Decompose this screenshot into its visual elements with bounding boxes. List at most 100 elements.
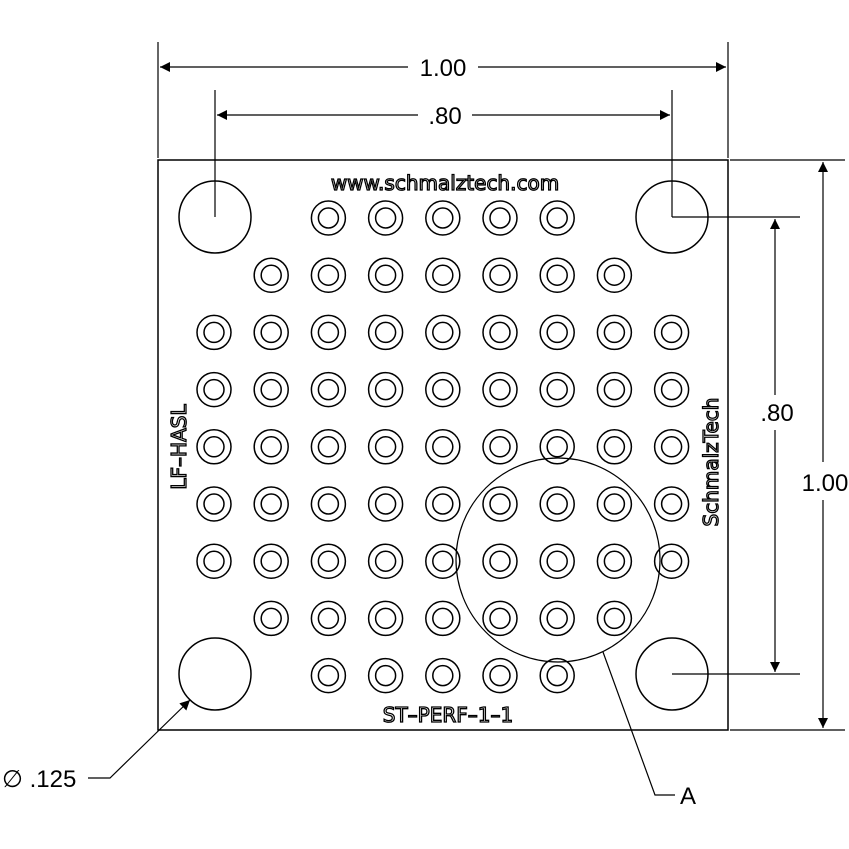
pad [482, 429, 518, 465]
pad [425, 600, 461, 637]
pad [653, 314, 690, 351]
pad-ring [253, 371, 289, 408]
pad-hole [546, 264, 568, 286]
pad-hole [317, 264, 340, 286]
pad-ring [253, 429, 289, 465]
pad [310, 371, 347, 408]
pad [482, 371, 518, 408]
pad-hole [489, 207, 511, 229]
pad-hole [603, 378, 626, 401]
pad-ring [425, 429, 461, 465]
pad [653, 486, 690, 522]
pad-hole [260, 321, 282, 344]
pad-ring [596, 429, 633, 465]
pad-hole [489, 607, 511, 630]
pad [539, 543, 575, 579]
dim-hole-spacing-vertical: .80 [760, 400, 793, 427]
pad-ring [482, 200, 518, 236]
pad-hole [432, 378, 454, 401]
pad-ring [482, 543, 518, 579]
pad-ring [367, 429, 404, 465]
pad [310, 600, 347, 637]
pad-ring [539, 314, 575, 351]
dim-right-height: 1.00 [802, 470, 849, 497]
pad-ring [253, 314, 289, 351]
pad-hole [374, 436, 397, 458]
mount-hole-bottom-left [178, 637, 252, 711]
pad [196, 486, 232, 522]
pad-ring [367, 543, 404, 579]
pad-hole [603, 493, 626, 515]
pad-ring [310, 429, 347, 465]
pad-ring [425, 200, 461, 236]
pad [425, 486, 461, 522]
pad-hole [317, 493, 340, 515]
pad-hole [260, 607, 282, 630]
pad-hole [660, 321, 683, 344]
pad [253, 257, 289, 293]
pad [367, 486, 404, 522]
diameter-leader [88, 699, 191, 779]
pad [253, 371, 289, 408]
pad [425, 314, 461, 351]
board-brand-text: SchmalzTech [699, 398, 723, 527]
pad-ring [310, 371, 347, 408]
pad-hole [203, 321, 225, 344]
pad-hole [374, 207, 397, 229]
pad-ring [596, 600, 633, 637]
pad-ring [425, 257, 461, 293]
pad-hole [260, 436, 282, 458]
pad [196, 371, 232, 408]
pad-ring [310, 600, 347, 637]
pad [482, 657, 518, 694]
pad-hole [374, 264, 397, 286]
pad [596, 371, 633, 408]
pad-ring [367, 200, 404, 236]
pad-hole [489, 493, 511, 515]
pad-hole [660, 436, 683, 458]
pad-ring [482, 314, 518, 351]
pad [539, 257, 575, 293]
pad [653, 371, 690, 408]
pad-hole [603, 550, 626, 572]
pad [367, 600, 404, 637]
pad [367, 429, 404, 465]
pad [653, 543, 690, 579]
pad-ring [310, 257, 347, 293]
pad-ring [539, 200, 575, 236]
pad-ring [310, 314, 347, 351]
pad [596, 543, 633, 579]
pad-ring [367, 600, 404, 637]
pad-hole [203, 493, 225, 515]
pad [596, 257, 633, 293]
pad [425, 429, 461, 465]
pad-ring [596, 371, 633, 408]
pad-ring [482, 257, 518, 293]
pad-hole [432, 664, 454, 687]
pad-ring [539, 429, 575, 465]
pad [310, 429, 347, 465]
pad-ring [196, 314, 232, 351]
pad-ring [539, 543, 575, 579]
pad-ring [596, 257, 633, 293]
pad-hole [317, 607, 340, 630]
pad [539, 371, 575, 408]
pad-ring [539, 600, 575, 637]
pad [310, 657, 347, 694]
pad-hole [432, 321, 454, 344]
pad-ring [367, 657, 404, 694]
pad-hole [374, 378, 397, 401]
pad [425, 543, 461, 579]
pad [253, 543, 289, 579]
pad-hole [203, 550, 225, 572]
pad [482, 257, 518, 293]
pad [482, 200, 518, 236]
pad [310, 314, 347, 351]
board-part-number-text: ST–PERF–1–1 [383, 703, 513, 727]
pad-hole [546, 607, 568, 630]
pad [653, 429, 690, 465]
pad-hole [660, 493, 683, 515]
pad-ring [425, 657, 461, 694]
pad-ring [596, 486, 633, 522]
pad-hole [546, 664, 568, 687]
